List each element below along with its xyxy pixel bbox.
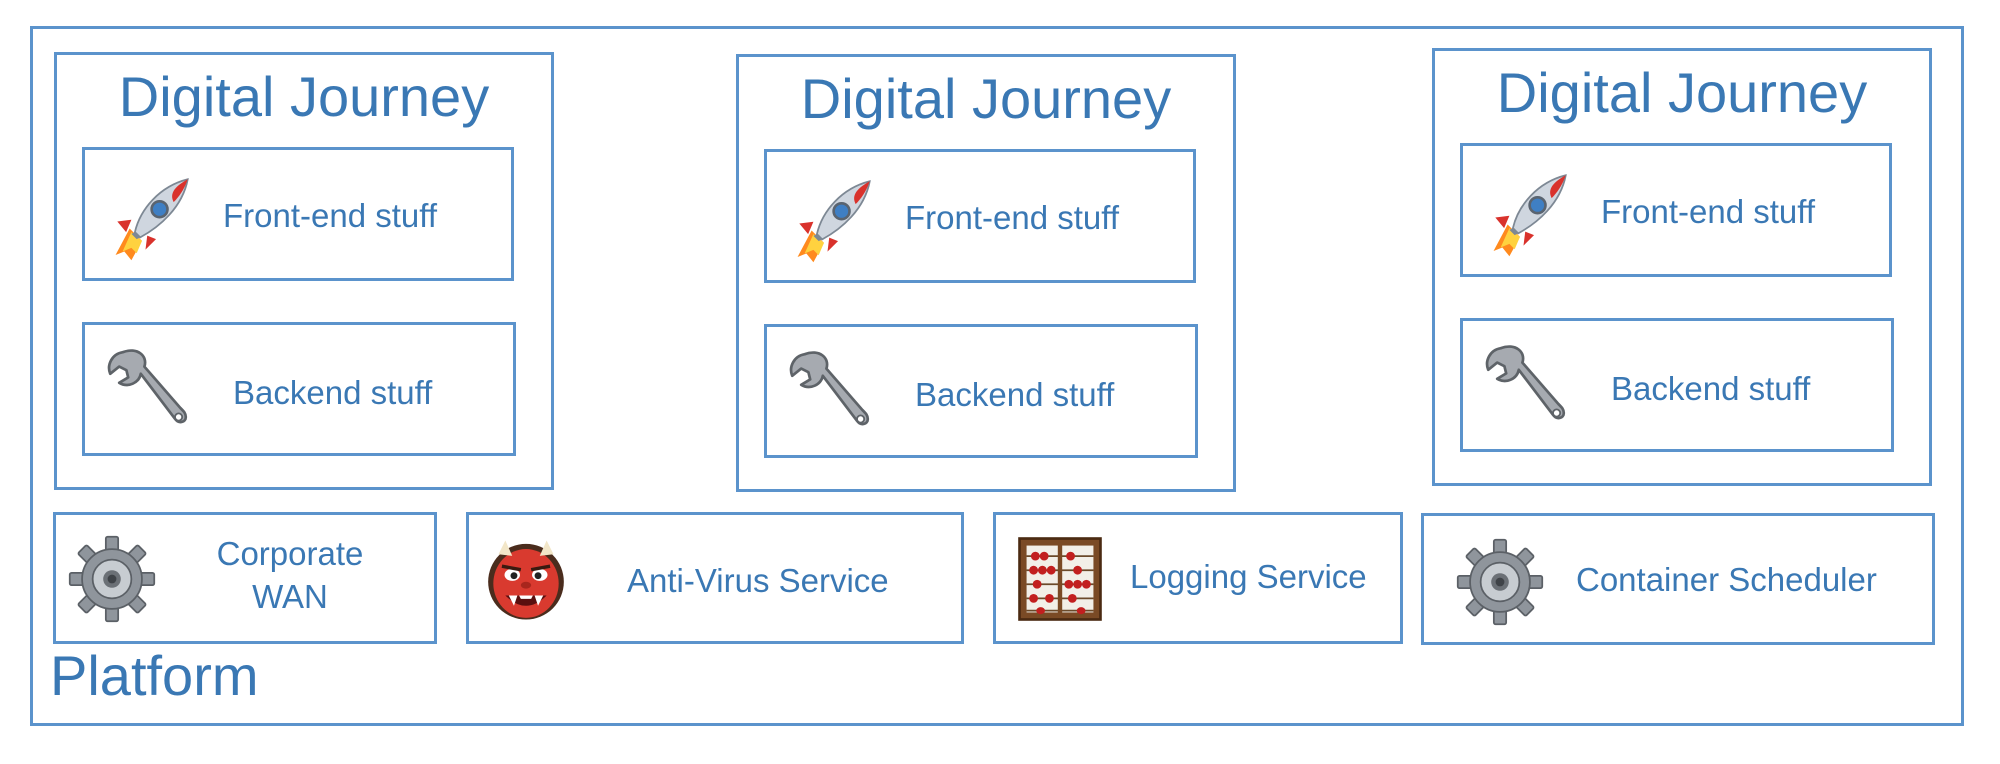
container-scheduler-label: Container Scheduler xyxy=(1576,561,1877,598)
backend-label: Backend stuff xyxy=(915,376,1115,413)
service-container-scheduler: Container Scheduler xyxy=(1421,513,1935,645)
backend-box-1: Backend stuff xyxy=(82,322,516,456)
corporate-wan-line1: Corporate xyxy=(216,535,364,572)
digital-journey-title: Digital Journey xyxy=(118,65,490,128)
frontend-box-1: Front-end stuff xyxy=(82,147,514,281)
anti-virus-label: Anti-Virus Service xyxy=(627,562,889,599)
frontend-box-2: Front-end stuff xyxy=(764,149,1196,283)
frontend-box-3: Front-end stuff xyxy=(1460,143,1892,277)
service-logging: Logging Service xyxy=(993,512,1403,644)
gear-icon xyxy=(68,535,156,623)
frontend-label: Front-end stuff xyxy=(1601,193,1816,230)
rocket-icon xyxy=(787,176,875,264)
platform-label: Platform xyxy=(50,644,259,707)
wrench-icon xyxy=(1481,341,1571,431)
corporate-wan-label: Corporate WAN xyxy=(160,533,420,619)
backend-box-2: Backend stuff xyxy=(764,324,1198,458)
rocket-icon xyxy=(1483,170,1571,258)
gear-icon xyxy=(1456,538,1544,626)
backend-label: Backend stuff xyxy=(1611,370,1811,407)
digital-journey-title: Digital Journey xyxy=(1496,61,1868,124)
logging-label: Logging Service xyxy=(1130,558,1367,595)
digital-journey-title: Digital Journey xyxy=(800,67,1172,130)
rocket-icon xyxy=(105,174,193,262)
abacus-icon xyxy=(1016,535,1104,623)
service-anti-virus: Anti-Virus Service xyxy=(466,512,964,644)
backend-box-3: Backend stuff xyxy=(1460,318,1894,452)
wrench-icon xyxy=(785,347,875,437)
frontend-label: Front-end stuff xyxy=(905,199,1120,236)
frontend-label: Front-end stuff xyxy=(223,197,438,234)
ogre-mask-icon xyxy=(483,537,569,623)
backend-label: Backend stuff xyxy=(233,374,433,411)
corporate-wan-line2: WAN xyxy=(252,577,328,615)
wrench-icon xyxy=(103,345,193,435)
service-corporate-wan: Corporate WAN xyxy=(53,512,437,644)
